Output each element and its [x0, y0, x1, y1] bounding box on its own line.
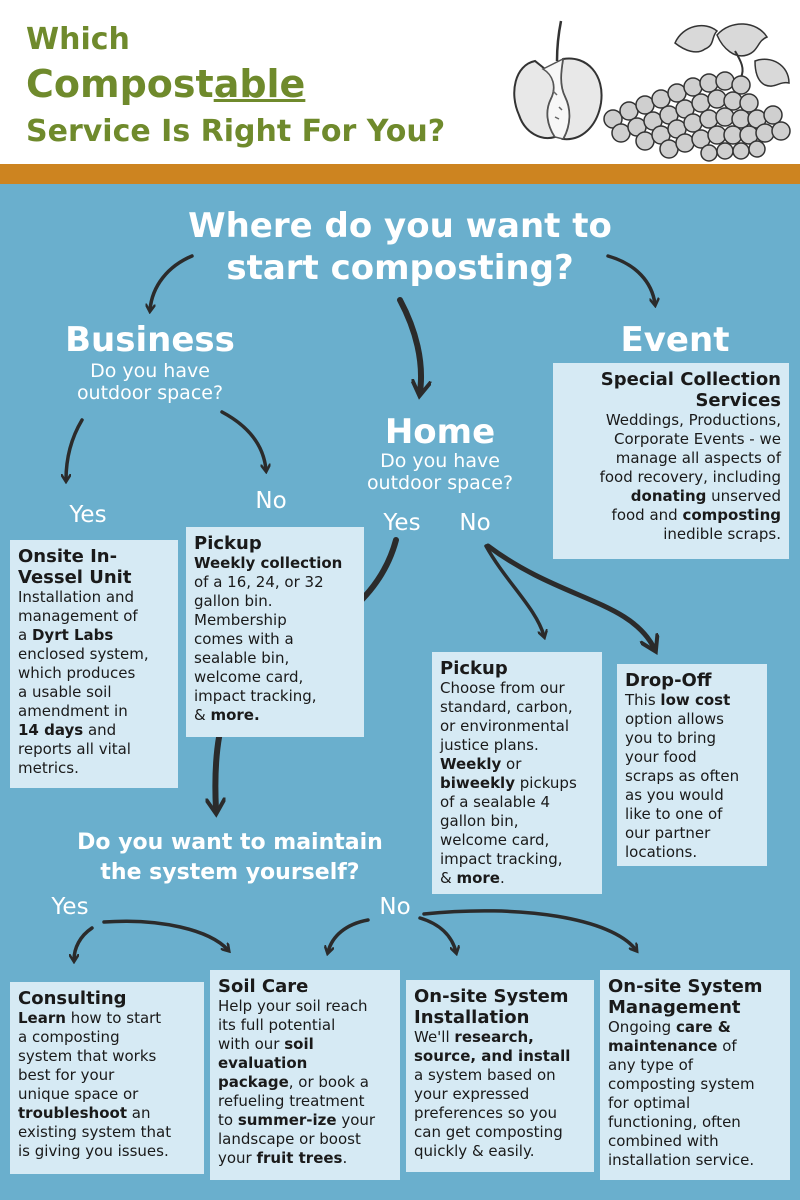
maintain-no-label: No: [379, 894, 411, 920]
business-question-line-2: outdoor space?: [76, 382, 224, 404]
arrow-business-no: [220, 410, 266, 470]
arrow-to-home: [397, 297, 421, 392]
business-question-line-1: Do you have: [90, 360, 210, 382]
business-label: Business: [65, 320, 235, 360]
home-question-line-2: outdoor space?: [366, 472, 514, 494]
event-label: Event: [620, 320, 730, 360]
title-line-2: Compostable: [26, 62, 305, 106]
orange-divider: [0, 164, 800, 184]
arrow-maintain-yes-soilcare: [102, 919, 228, 950]
business-question: Do you have outdoor space?: [40, 360, 260, 404]
arrow-maintain-yes-consulting: [74, 926, 94, 960]
main-question-line-2: start composting?: [226, 248, 574, 288]
maintain-question-line-1: Do you want to maintain: [77, 830, 383, 855]
arrow-home-no-pickup: [484, 544, 544, 636]
home-question-line-1: Do you have: [380, 450, 500, 472]
title-line-1: Which: [26, 22, 130, 57]
header: Which Compostable Service Is Right For Y…: [0, 0, 800, 164]
main-question-line-1: Where do you want to: [188, 206, 612, 246]
soil-care-box: Soil Care Help your soil reach its full …: [210, 970, 400, 1180]
maintain-question: Do you want to maintain the system yours…: [30, 828, 430, 888]
maintain-question-line-2: the system yourself?: [100, 860, 360, 885]
title-line-3: Service Is Right For You?: [26, 114, 446, 149]
onsite-invessel-box: Onsite In-Vessel Unit Installation and m…: [10, 540, 178, 788]
onsite-invessel-title: Onsite In-Vessel Unit: [18, 546, 132, 588]
business-no-label: No: [255, 488, 287, 514]
arrow-business-yes: [66, 418, 84, 480]
home-pickup-title: Pickup: [440, 658, 508, 679]
arrow-maintain-no-install: [418, 916, 456, 952]
title-able: able: [213, 62, 306, 106]
maintain-yes-label: Yes: [51, 894, 89, 920]
apple-core-and-grapes-icon: [513, 20, 791, 162]
main-question: Where do you want to start composting?: [0, 205, 800, 289]
arrow-maintain-no-management: [422, 909, 636, 950]
title-compost: Compost: [26, 62, 214, 106]
business-pickup-title: Pickup: [194, 533, 262, 554]
dropoff-title: Drop-Off: [625, 670, 712, 691]
consulting-box: Consulting Learn how to start a composti…: [10, 982, 204, 1174]
home-pickup-box: Pickup Choose from our standard, carbon,…: [432, 652, 602, 894]
home-yes-label: Yes: [383, 510, 421, 536]
business-pickup-box: Pickup Weekly collection of a 16, 24, or…: [186, 527, 364, 737]
home-no-label: No: [459, 510, 491, 536]
home-label: Home: [384, 412, 496, 452]
home-question: Do you have outdoor space?: [330, 450, 550, 494]
dropoff-box: Drop-Off This low cost option allows you…: [617, 664, 767, 866]
arrow-home-no-dropoff: [485, 543, 654, 648]
arrow-maintain-no-soilcare: [328, 918, 370, 952]
soil-care-title: Soil Care: [218, 976, 309, 997]
consulting-title: Consulting: [18, 988, 127, 1009]
business-yes-label: Yes: [69, 502, 107, 528]
